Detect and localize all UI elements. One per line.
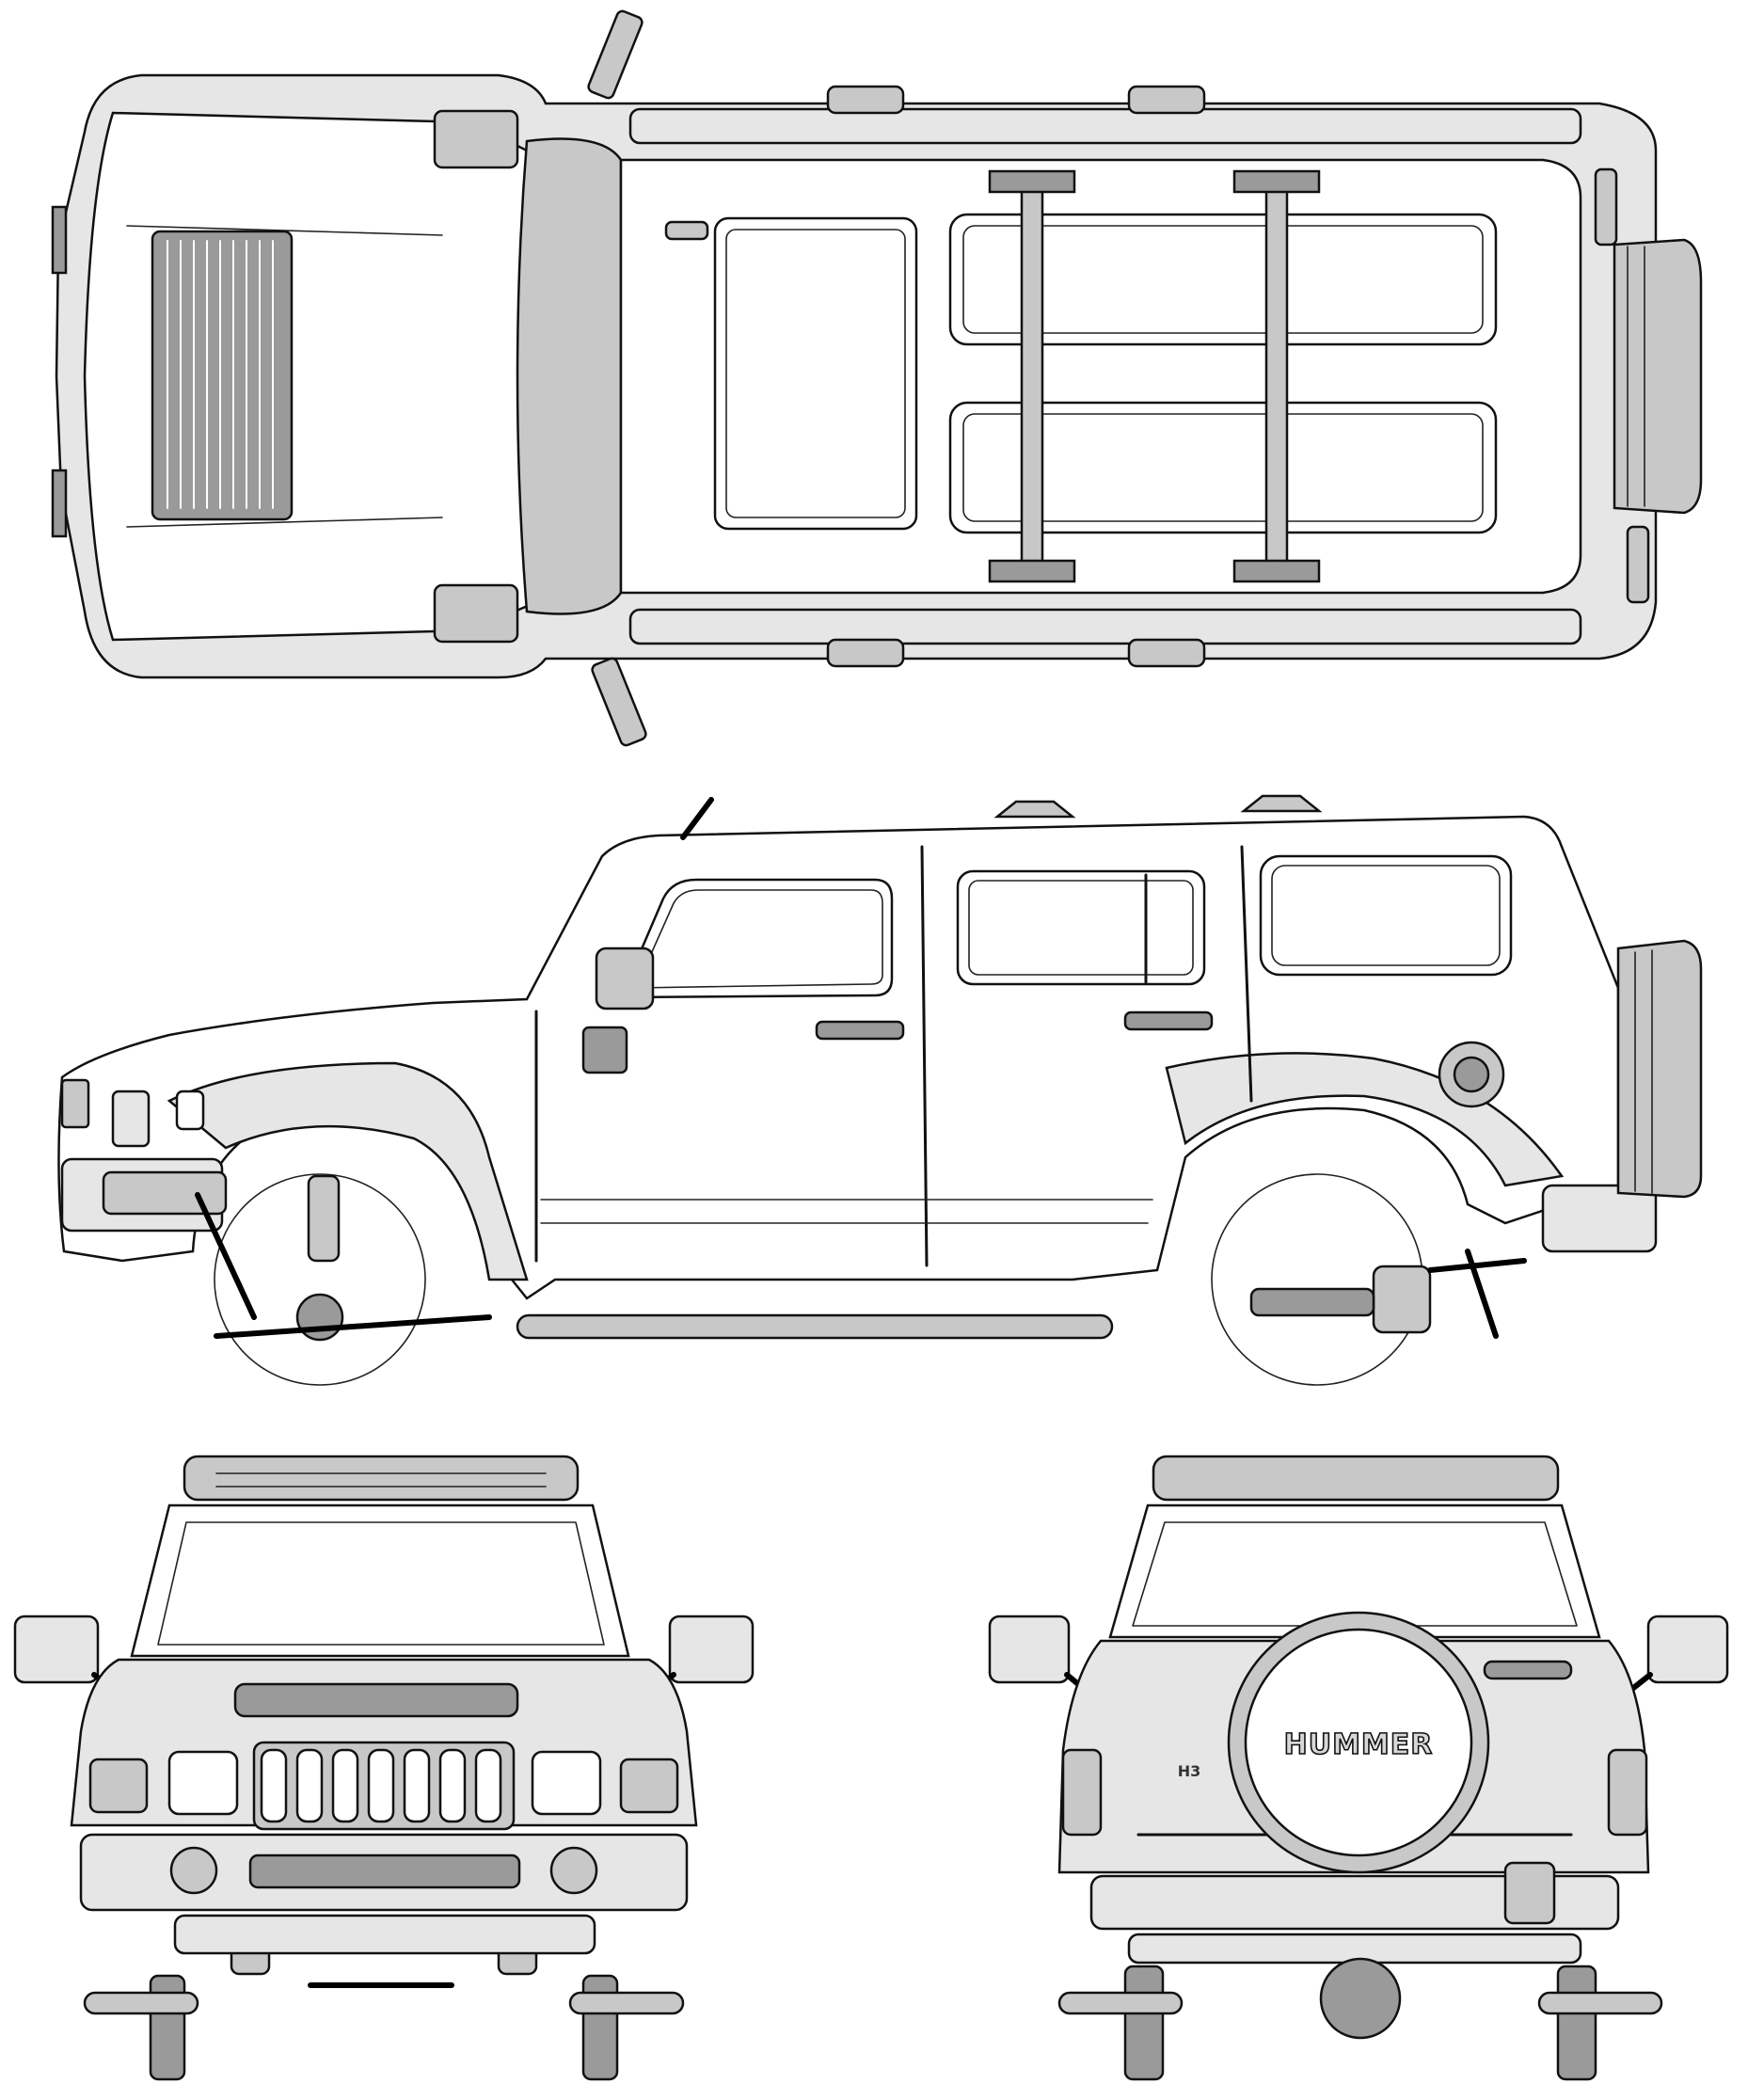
front-view-mirror-right [668, 1615, 755, 1684]
side-view-front-door [534, 845, 929, 1267]
rear-view-differential [1319, 1957, 1402, 2040]
front-view-hood-scoop [233, 1682, 519, 1718]
front-view-roof-rack [183, 1455, 580, 1502]
top-view-roof-rack-bar-2 [1264, 177, 1289, 576]
top-view-sunroof [713, 216, 918, 531]
side-view-headlight [60, 1078, 90, 1129]
side-view-front-fender [167, 1061, 529, 1281]
rear-view-tire-left [1123, 1965, 1165, 2081]
side-view-front-door-handle [815, 1020, 905, 1041]
rear-view-model-badge: H3 [1178, 1762, 1201, 1780]
side-view-front-wheel [214, 1173, 426, 1386]
rear-view-bumper [1089, 1874, 1620, 1931]
rear-view-hummer-badge: HUMMER [1284, 1728, 1434, 1761]
side-view-quarter-window [1259, 854, 1513, 977]
top-view-mirror-right [591, 657, 647, 747]
front-view-windshield [130, 1503, 630, 1658]
top-view [51, 9, 1703, 747]
front-view [13, 1455, 755, 2081]
front-view-grille [252, 1741, 516, 1831]
rear-view-roof [1152, 1455, 1560, 1502]
side-view-front-window [619, 878, 894, 999]
side-view-rear-door-window [956, 869, 1206, 986]
side-view-running-board [516, 1313, 1114, 1340]
top-view-hood-slats [167, 240, 274, 509]
front-view-fog-light-left [169, 1846, 218, 1895]
rear-view-mirror-right [1646, 1615, 1729, 1684]
side-view-rear-bumper [1541, 1184, 1658, 1253]
top-view-roof-rack-bar-1 [1020, 177, 1044, 576]
top-view-spare-tire [1613, 238, 1703, 515]
front-view-headlight-right [531, 1750, 602, 1816]
side-view-spare-tire [1616, 939, 1703, 1199]
side-view-mirror [595, 947, 655, 1010]
front-view-mirror-left [13, 1615, 100, 1684]
rear-view-rear-glass [1108, 1503, 1601, 1639]
side-view-rear-fender [1165, 1052, 1565, 1187]
top-view-skylight-front [948, 213, 1498, 346]
front-view-tire-right [581, 1974, 619, 2081]
rear-view-mirror-left [988, 1615, 1071, 1684]
front-view-headlight-left [167, 1750, 239, 1816]
top-view-hood-scoop [151, 230, 294, 521]
side-view-rear-suspension [1249, 1249, 1527, 1339]
top-view-mirror-left [587, 9, 644, 100]
rear-view: HUMMER H3 [988, 1455, 1729, 2081]
top-view-skylight-rear [948, 401, 1498, 534]
side-view-antenna [680, 797, 714, 840]
side-view-front-suspension [195, 1174, 492, 1342]
front-view-lower-grille [248, 1853, 521, 1889]
front-view-tire-left [149, 1974, 186, 2081]
side-view [57, 794, 1703, 1386]
rear-view-tire-right [1556, 1965, 1597, 2081]
front-view-fog-light-right [549, 1846, 598, 1895]
side-view-rear-door-handle [1123, 1010, 1214, 1031]
